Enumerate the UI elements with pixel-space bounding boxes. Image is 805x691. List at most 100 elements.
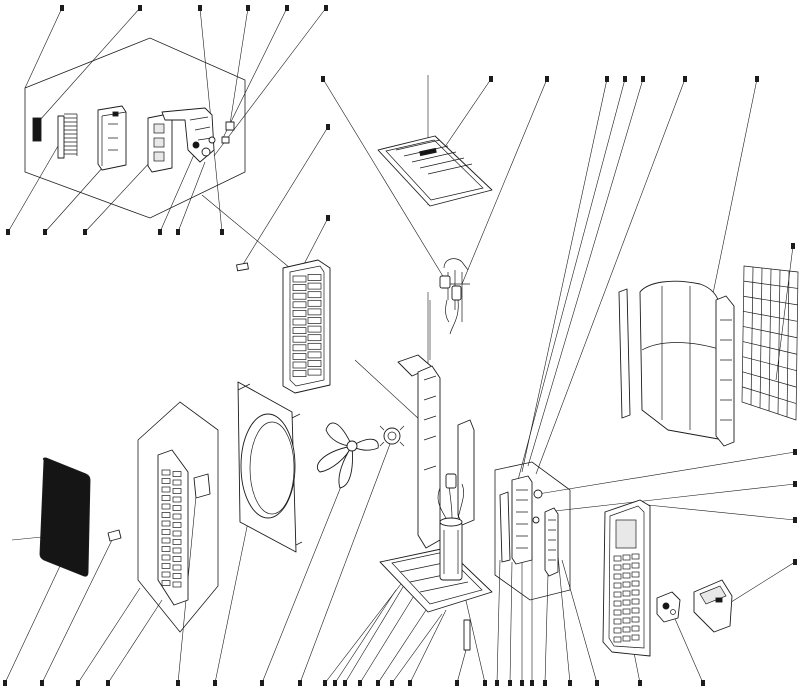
callout-marker: [43, 229, 47, 235]
vent-slot: [292, 327, 307, 334]
callout-marker: [326, 215, 330, 221]
callout-marker: [683, 76, 687, 82]
small-terminal: [221, 136, 230, 144]
mesh-wire: [768, 268, 772, 412]
leader-line: [84, 159, 153, 233]
secondary-pcb-board: [147, 113, 173, 173]
leader-line: [299, 443, 391, 684]
vent-slot: [172, 581, 182, 588]
main-pcb-box: [97, 105, 127, 171]
callout-marker: [390, 680, 394, 686]
leader-line: [344, 571, 413, 684]
compressor-piping: [437, 473, 464, 519]
callout-marker: [343, 680, 347, 686]
callout-marker: [358, 680, 362, 686]
callout-marker: [40, 680, 44, 686]
callout-marker: [520, 680, 524, 686]
callout-marker: [793, 481, 797, 487]
vent-slot: [631, 589, 640, 596]
callout-marker: [260, 680, 264, 686]
callout-marker: [455, 680, 459, 686]
leader-line: [537, 451, 796, 495]
mesh-wire: [759, 267, 763, 409]
vent-slot: [161, 580, 171, 586]
callout-marker: [198, 5, 202, 11]
leader-line: [324, 579, 405, 684]
leader-line: [544, 573, 549, 684]
leader-line: [322, 78, 445, 279]
vent-slot: [307, 299, 322, 307]
vent-slot: [161, 478, 171, 484]
leader-line: [301, 217, 329, 269]
vent-slot: [307, 291, 322, 299]
leader-line: [7, 145, 59, 233]
vent-slot: [622, 635, 631, 642]
leader-line: [527, 78, 644, 467]
handle: [107, 529, 122, 542]
vent-slot: [172, 513, 182, 520]
top-cover-plate: [377, 135, 493, 207]
leader-line: [44, 165, 105, 233]
vent-slot: [172, 530, 182, 537]
callout-marker: [791, 243, 795, 249]
callout-marker: [158, 229, 162, 235]
vent-slot: [161, 469, 171, 476]
vent-slot: [172, 479, 182, 486]
drain-part: [463, 619, 471, 651]
leader-line: [409, 609, 447, 684]
vent-slot: [613, 591, 622, 598]
guide-line: [201, 194, 291, 269]
vent-slot: [631, 580, 640, 587]
callout-marker: [408, 680, 412, 686]
leader-line: [177, 161, 206, 233]
vent-slot: [631, 598, 640, 605]
vent-slot: [161, 563, 171, 569]
callout-marker: [508, 680, 512, 686]
leader-line: [213, 7, 327, 157]
vent-slot: [292, 335, 307, 343]
leader-line: [107, 599, 163, 684]
callout-marker: [3, 680, 7, 686]
leader-line: [214, 521, 249, 684]
valve-piping-assembly: [439, 258, 470, 335]
condenser-coil: [618, 280, 735, 447]
callout-marker: [76, 680, 80, 686]
callout-marker: [701, 680, 705, 686]
leader-line: [509, 561, 513, 684]
callout-marker: [489, 76, 493, 82]
capacitor: [533, 489, 543, 499]
vent-slot: [172, 522, 182, 528]
mesh-wires: [742, 266, 798, 418]
leader-line: [391, 613, 443, 684]
callout-marker: [213, 680, 217, 686]
vent-slot: [307, 334, 322, 342]
leader-line: [671, 611, 704, 684]
vent-slot: [161, 512, 171, 518]
callout-marker: [106, 680, 110, 686]
vent-slot: [631, 607, 640, 614]
vent-slot: [172, 539, 182, 545]
vent-slot: [292, 292, 307, 300]
vent-slot: [307, 368, 322, 376]
vent-slot: [622, 590, 631, 597]
mesh-wire: [743, 326, 798, 339]
compressor: [439, 517, 463, 581]
leader-line: [561, 559, 598, 684]
mesh-wire: [742, 386, 797, 404]
leader-line: [359, 585, 421, 684]
vent-slot: [613, 582, 622, 589]
guide-line: [354, 359, 421, 421]
callout-marker: [285, 5, 289, 11]
vent-slot: [161, 546, 171, 552]
right-panel-slots: [613, 553, 640, 643]
leader-line: [261, 483, 343, 684]
leader-line: [77, 587, 141, 684]
leader-line: [241, 126, 329, 267]
right-side-panel: [602, 499, 651, 657]
callout-marker: [793, 559, 797, 565]
reactor-bracket-assembly: [161, 107, 216, 163]
coil-tube-header: [715, 295, 735, 447]
group-boundary: [24, 37, 246, 219]
vent-slot: [613, 555, 622, 562]
